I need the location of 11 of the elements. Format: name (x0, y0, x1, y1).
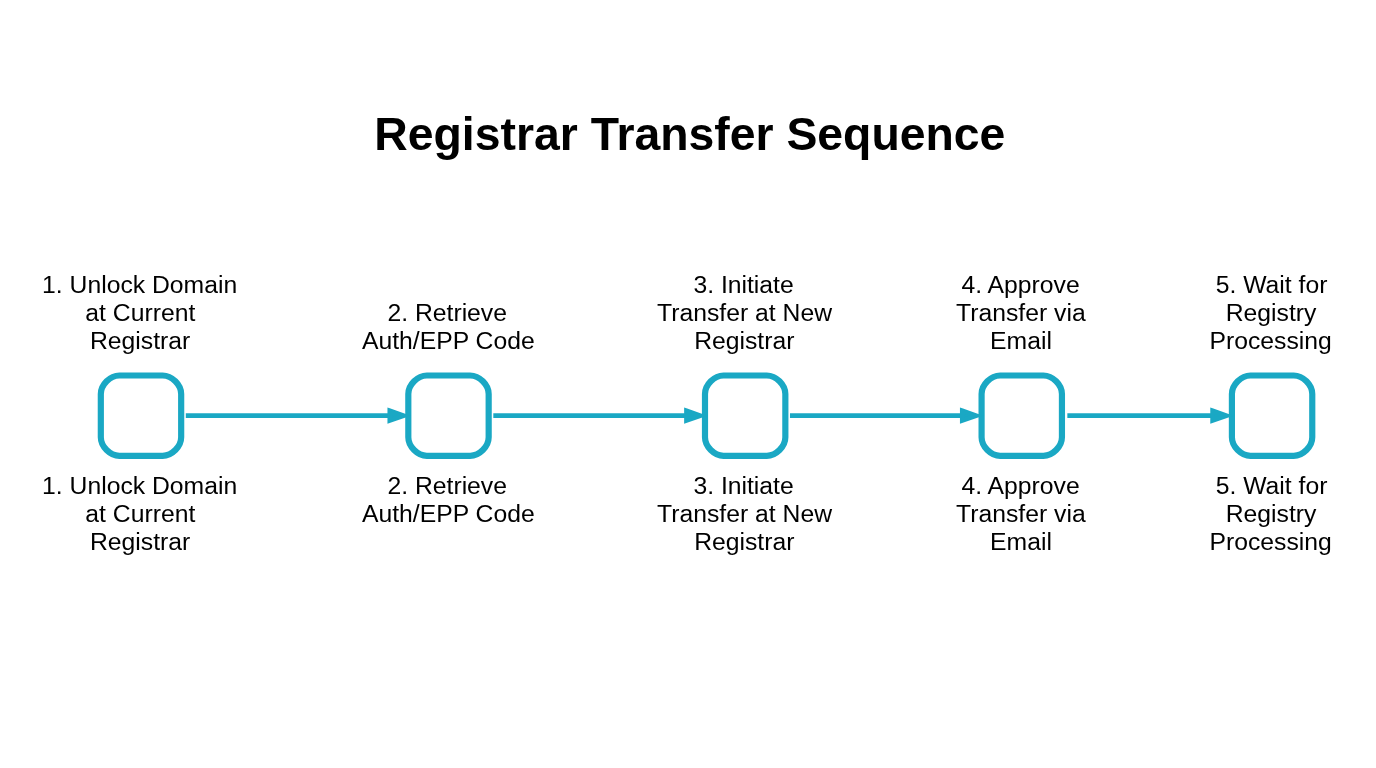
node-label: 5. Wait for Registry Processing (1209, 271, 1332, 354)
node-label: 4. Approve Transfer via Email (956, 472, 1086, 555)
node-label: 4. Approve Transfer via Email (956, 271, 1086, 354)
diagram-title: Registrar Transfer Sequence (374, 107, 1006, 160)
node-label: 1. Unlock Domain at Current Registrar (42, 271, 238, 354)
node-label: 1. Unlock Domain at Current Registrar (42, 472, 238, 555)
node-label: 2. Retrieve Auth/EPP Code (361, 472, 535, 527)
node-label: 3. Initiate Transfer at New Registrar (657, 271, 833, 354)
node-label: 5. Wait for Registry Processing (1209, 472, 1332, 555)
node-label: 3. Initiate Transfer at New Registrar (657, 472, 833, 555)
node-label: 2. Retrieve Auth/EPP Code (361, 299, 535, 354)
